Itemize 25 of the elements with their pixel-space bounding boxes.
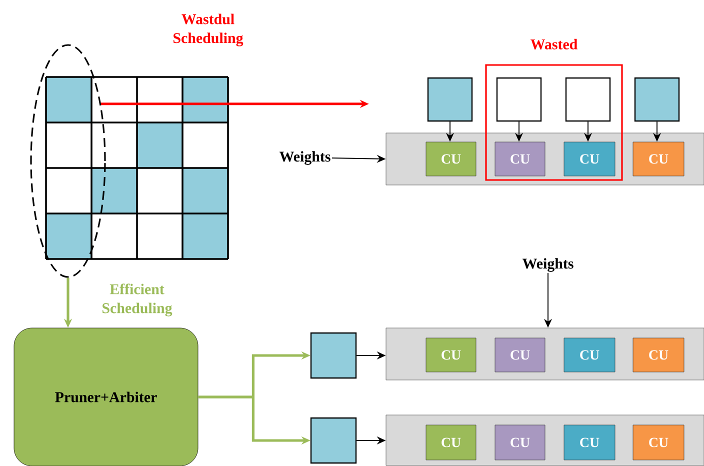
dashed-ellipse xyxy=(30,44,106,278)
edge-label: Wastdul Scheduling xyxy=(174,14,244,46)
compute-unit: CU xyxy=(564,424,616,460)
square-box xyxy=(496,77,542,122)
node-label: Wasted xyxy=(530,38,578,50)
square-box xyxy=(427,77,473,122)
process-box: Pruner+Arbiter xyxy=(14,328,198,466)
compute-unit: CU xyxy=(494,142,546,176)
input-label: Weights xyxy=(522,258,574,272)
compute-unit: CU xyxy=(426,424,476,460)
square-box xyxy=(565,77,611,122)
compute-unit: CU xyxy=(564,338,616,372)
compute-unit: CU xyxy=(426,142,476,176)
square-box xyxy=(310,332,357,379)
compute-unit: CU xyxy=(494,338,546,372)
input-label: Weights xyxy=(279,151,330,165)
compute-unit: CU xyxy=(426,338,476,372)
square-box xyxy=(634,77,680,122)
compute-unit: CU xyxy=(632,142,684,176)
edge-label: Efficient Scheduling xyxy=(102,284,172,316)
compute-unit: CU xyxy=(632,424,684,460)
compute-unit: CU xyxy=(494,424,546,460)
compute-unit: CU xyxy=(564,142,616,176)
square-box xyxy=(310,417,357,464)
compute-unit: CU xyxy=(632,338,684,372)
